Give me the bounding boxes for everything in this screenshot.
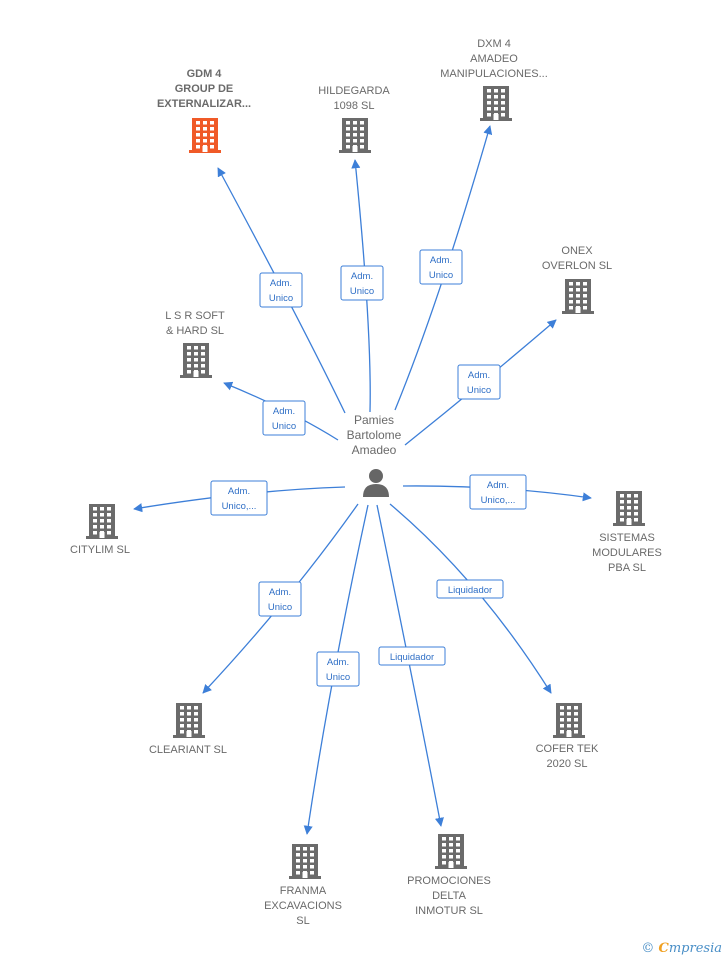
relation-label-text: Unico bbox=[429, 270, 453, 281]
relation-label-text: Unico,... bbox=[222, 501, 257, 512]
relation-label-text: Adm. bbox=[487, 480, 509, 491]
building-icon bbox=[289, 844, 321, 879]
relation-label[interactable]: Adm. Unico bbox=[262, 400, 306, 436]
relation-label[interactable]: Adm. Unico,... bbox=[469, 474, 527, 510]
relation-label-text: Adm. bbox=[430, 255, 452, 266]
relation-label-text: Adm. bbox=[270, 278, 292, 289]
company-node-cofer[interactable]: COFER TEK 2020 SL bbox=[536, 703, 599, 770]
relation-label-text: Unico,... bbox=[481, 495, 516, 506]
brand-letter: C bbox=[658, 941, 669, 956]
company-name-line: & HARD SL bbox=[166, 325, 224, 337]
company-name-line: EXCAVACIONS bbox=[264, 900, 342, 912]
company-node-hildegarda[interactable]: HILDEGARDA 1098 SL bbox=[318, 85, 390, 153]
relation-label[interactable]: Adm. Unico bbox=[340, 265, 384, 301]
center-person-node[interactable]: Pamies Bartolome Amadeo bbox=[347, 413, 402, 497]
relation-label-text: Unico bbox=[269, 293, 293, 304]
company-name-line: EXTERNALIZAR... bbox=[157, 98, 251, 110]
relation-label-text: Unico bbox=[268, 602, 292, 613]
company-name-line: CLEARIANT SL bbox=[149, 744, 227, 756]
person-name-line: Bartolome bbox=[347, 428, 402, 442]
company-name-line: 1098 SL bbox=[334, 100, 375, 112]
company-node-onex[interactable]: ONEX OVERLON SL bbox=[542, 245, 612, 314]
copyright-icon: © bbox=[641, 941, 655, 956]
relation-label-text: Adm. bbox=[468, 370, 490, 381]
company-name-line: DXM 4 bbox=[477, 38, 511, 50]
building-icon bbox=[613, 491, 645, 526]
building-icon bbox=[86, 504, 118, 539]
company-name-line: SISTEMAS bbox=[599, 532, 655, 544]
relation-edge bbox=[376, 504, 444, 827]
building-icon bbox=[435, 834, 467, 869]
relation-label[interactable]: Adm. Unico,... bbox=[210, 480, 268, 516]
relation-label-text: Adm. bbox=[351, 271, 373, 282]
company-name-line: SL bbox=[296, 915, 309, 927]
relation-label[interactable]: Adm. Unico bbox=[259, 272, 303, 308]
relation-label-text: Unico bbox=[326, 672, 350, 683]
relation-label-text: Adm. bbox=[273, 406, 295, 417]
relation-label-text: Liquidador bbox=[390, 652, 434, 663]
company-name-line: 2020 SL bbox=[547, 758, 588, 770]
relation-label[interactable]: Liquidador bbox=[378, 646, 446, 666]
brand-logo: © Cmpresia bbox=[641, 941, 722, 956]
company-name-line: COFER TEK bbox=[536, 743, 599, 755]
company-name-line: MANIPULACIONES... bbox=[440, 68, 548, 80]
company-name-line: HILDEGARDA bbox=[318, 85, 390, 97]
company-name-line: AMADEO bbox=[470, 53, 518, 65]
company-name-line: ONEX bbox=[561, 245, 593, 257]
relation-label-text: Unico bbox=[272, 421, 296, 432]
company-name-line: PBA SL bbox=[608, 562, 646, 574]
company-name-line: DELTA bbox=[432, 890, 466, 902]
company-name-line: GROUP DE bbox=[175, 83, 233, 95]
building-icon bbox=[180, 343, 212, 378]
relation-label-text: Adm. bbox=[327, 657, 349, 668]
building-icon bbox=[480, 86, 512, 121]
company-node-lsr[interactable]: L S R SOFT & HARD SL bbox=[165, 310, 225, 378]
relation-label[interactable]: Adm. Unico bbox=[258, 581, 302, 617]
relation-label[interactable]: Adm. Unico bbox=[316, 651, 360, 687]
relation-edge bbox=[351, 159, 371, 413]
company-name-line: GDM 4 bbox=[187, 68, 223, 80]
relation-label[interactable]: Adm. Unico bbox=[457, 364, 501, 400]
company-name-line: CITYLIM SL bbox=[70, 544, 130, 556]
company-name-line: L S R SOFT bbox=[165, 310, 225, 322]
building-icon bbox=[339, 118, 371, 153]
relation-label[interactable]: Adm. Unico bbox=[419, 249, 463, 285]
person-icon bbox=[363, 469, 389, 497]
person-name-line: Amadeo bbox=[352, 443, 397, 457]
relation-label-text: Liquidador bbox=[448, 585, 492, 596]
company-name-line: INMOTUR SL bbox=[415, 905, 483, 917]
person-name-line: Pamies bbox=[354, 413, 394, 427]
company-name-line: MODULARES bbox=[592, 547, 662, 559]
relation-label[interactable]: Liquidador bbox=[436, 579, 504, 599]
company-name-line: FRANMA bbox=[280, 885, 327, 897]
company-node-promociones[interactable]: PROMOCIONES DELTA INMOTUR SL bbox=[407, 834, 491, 917]
building-icon bbox=[553, 703, 585, 738]
relation-label-text: Unico bbox=[350, 286, 374, 297]
building-icon bbox=[189, 118, 221, 153]
company-node-sistemas[interactable]: SISTEMAS MODULARES PBA SL bbox=[592, 491, 662, 574]
company-node-gdm4[interactable]: GDM 4 GROUP DE EXTERNALIZAR... bbox=[157, 68, 251, 153]
relation-label-text: Adm. bbox=[228, 486, 250, 497]
building-icon bbox=[562, 279, 594, 314]
company-name-line: PROMOCIONES bbox=[407, 875, 491, 887]
building-icon bbox=[173, 703, 205, 738]
company-node-citylim[interactable]: CITYLIM SL bbox=[70, 504, 130, 556]
company-name-line: OVERLON SL bbox=[542, 260, 612, 272]
company-node-dxm4[interactable]: DXM 4 AMADEO MANIPULACIONES... bbox=[440, 38, 548, 121]
relation-label-text: Unico bbox=[467, 385, 491, 396]
company-node-cleariant[interactable]: CLEARIANT SL bbox=[149, 703, 227, 756]
brand-name: mpresia bbox=[668, 941, 722, 956]
company-node-franma[interactable]: FRANMA EXCAVACIONS SL bbox=[264, 844, 342, 927]
relation-label-text: Adm. bbox=[269, 587, 291, 598]
